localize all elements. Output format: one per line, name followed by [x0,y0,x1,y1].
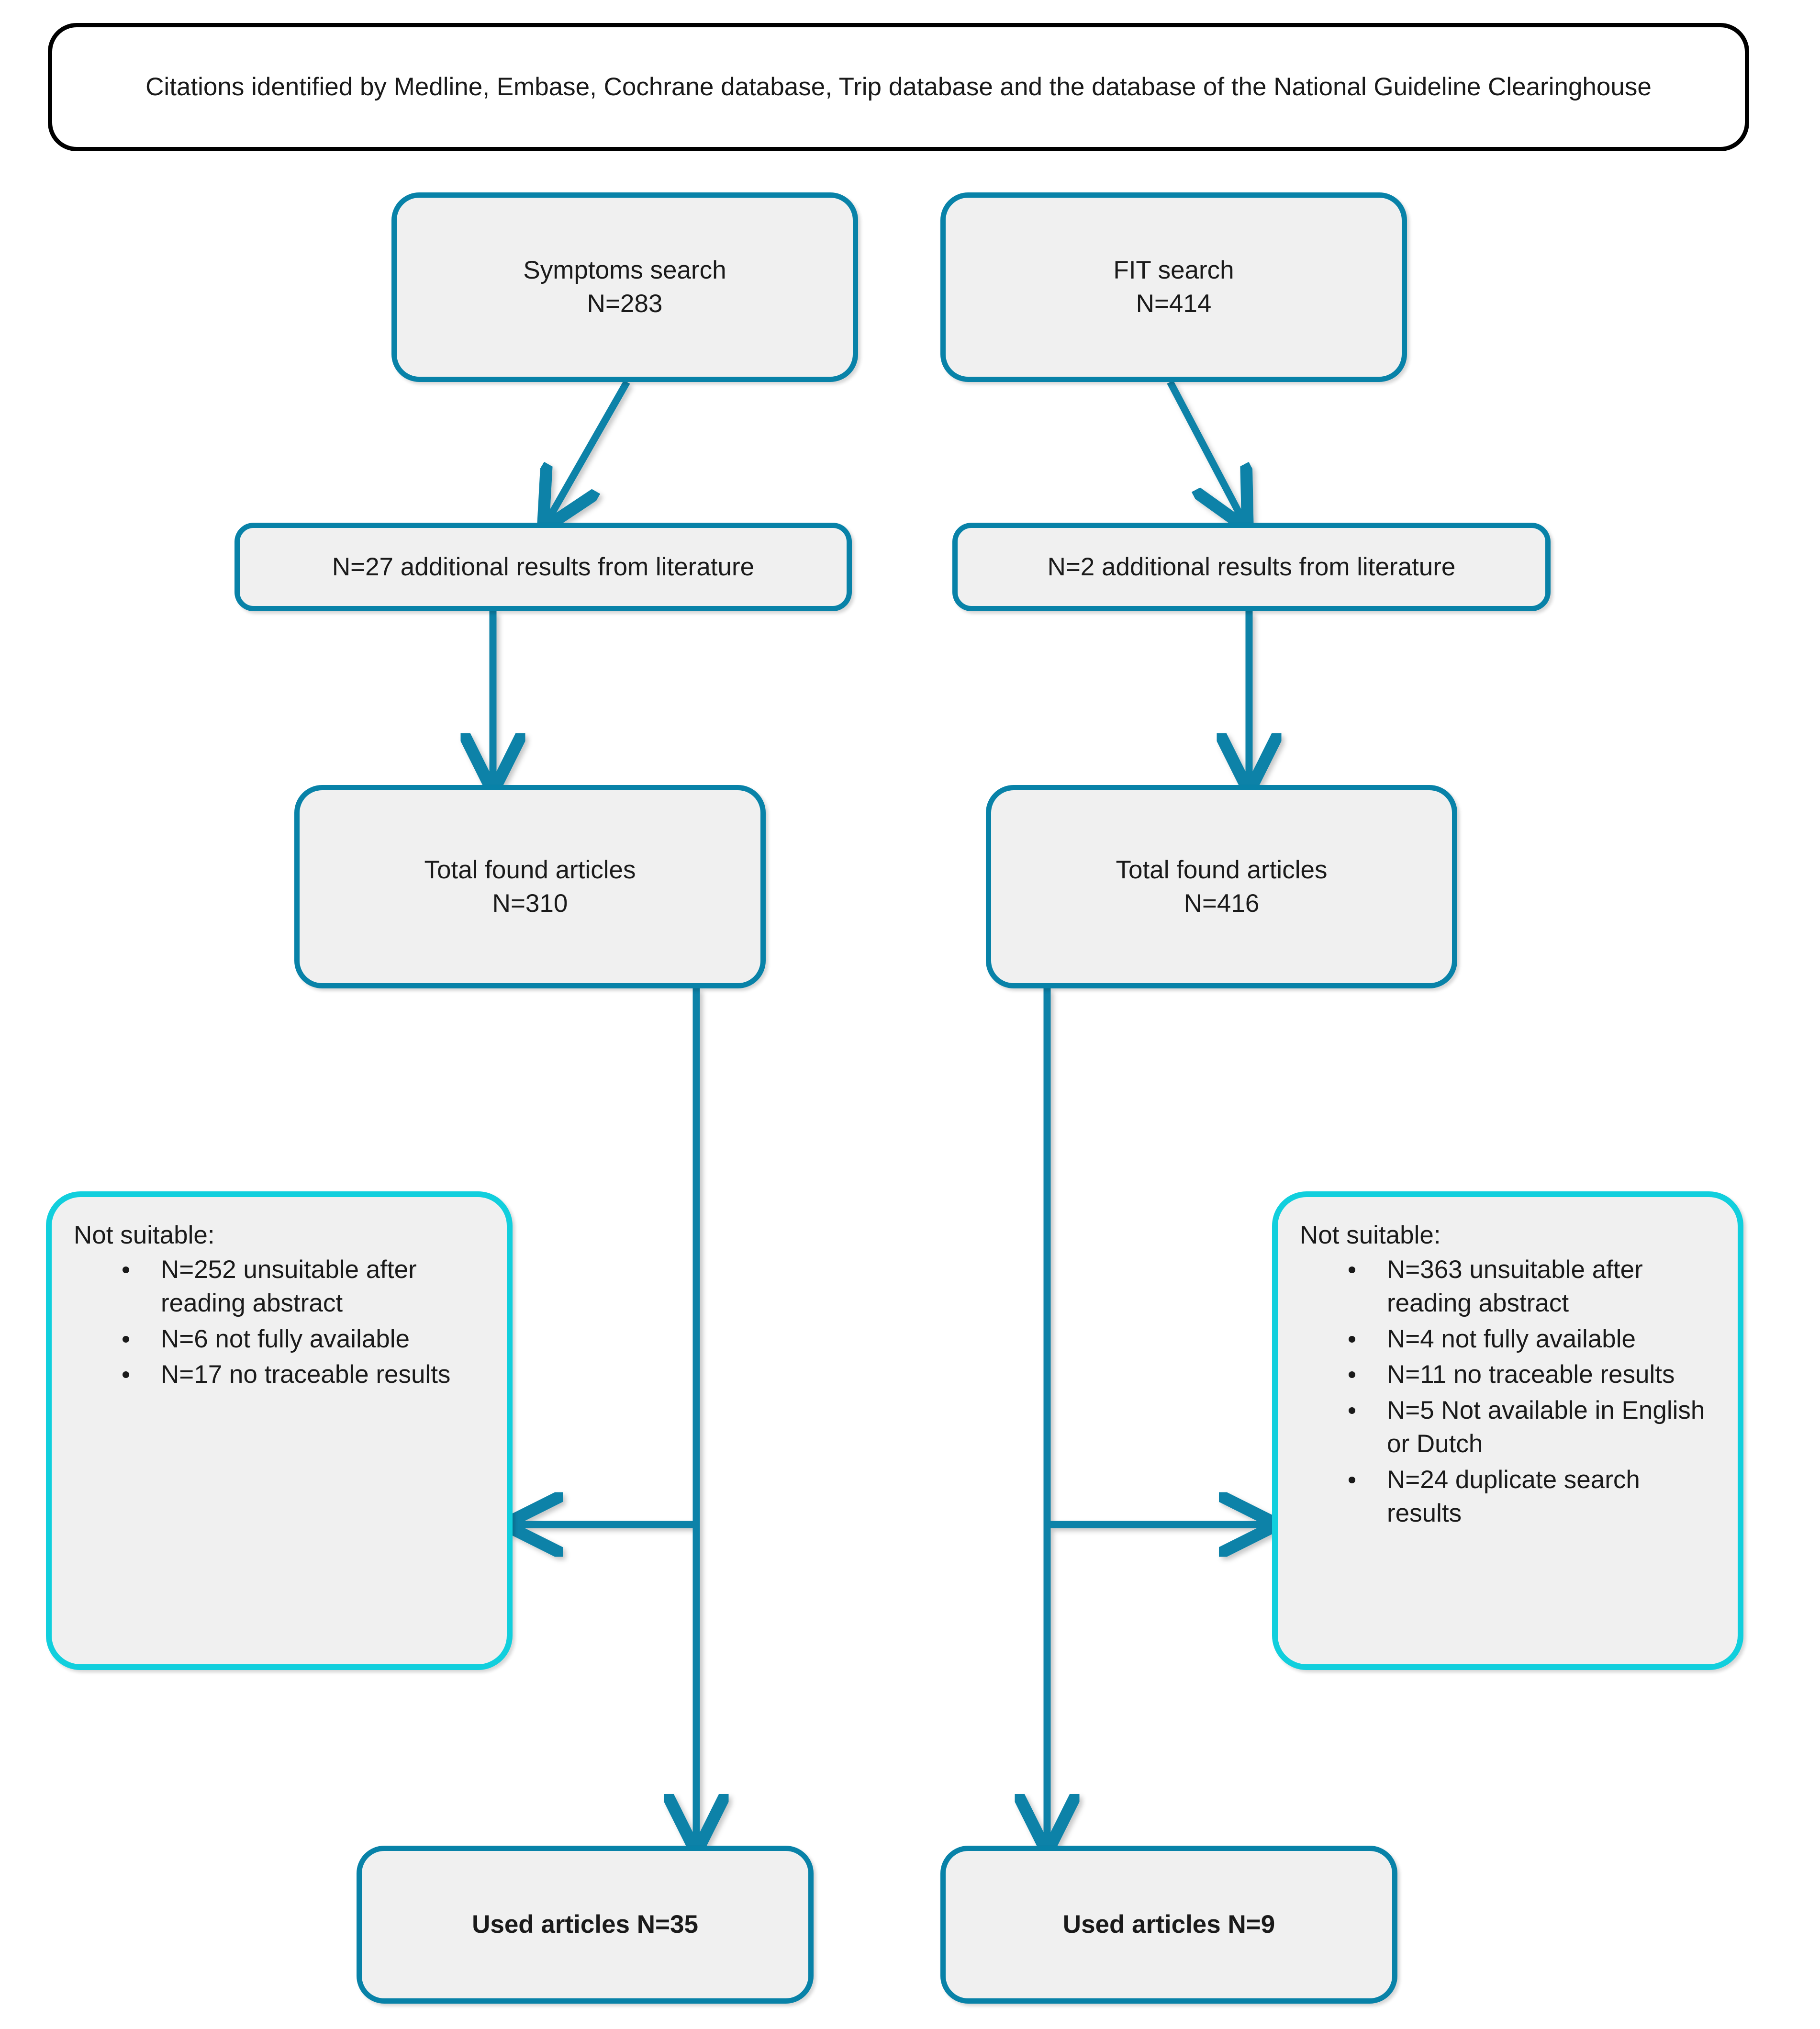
additional-results-right-text: N=2 additional results from literature [1047,552,1456,581]
list-item: N=17 no traceable results [120,1358,485,1391]
title-box-text: Citations identified by Medline, Embase,… [145,73,1652,101]
used-articles-left-text: Used articles N=35 [472,1910,698,1939]
used-articles-right-text: Used articles N=9 [1062,1910,1275,1939]
connector-fit-to-additional [1167,380,1244,523]
list-item: N=252 unsuitable after reading abstract [120,1253,485,1321]
fit-search-box: FIT search N=414 [940,192,1407,382]
not-suitable-left-box: Not suitable: N=252 unsuitable after rea… [46,1191,513,1670]
not-suitable-right-heading: Not suitable: [1300,1221,1441,1249]
additional-results-left-text: N=27 additional results from literature [332,552,755,581]
total-found-right-label: Total found articles [1116,855,1328,884]
not-suitable-right-list: N=363 unsuitable after reading abstract … [1300,1253,1716,1533]
list-item: N=4 not fully available [1346,1323,1716,1356]
total-found-right-count: N=416 [1184,889,1260,918]
total-found-left-box: Total found articles N=310 [294,785,766,988]
used-articles-right-box: Used articles N=9 [940,1846,1397,2004]
list-item: N=6 not fully available [120,1323,485,1356]
list-item: N=24 duplicate search results [1346,1463,1716,1531]
fit-search-label: FIT search [1113,256,1234,285]
additional-results-left-box: N=27 additional results from literature [234,523,852,611]
not-suitable-left-list: N=252 unsuitable after reading abstract … [74,1253,485,1394]
not-suitable-right-box: Not suitable: N=363 unsuitable after rea… [1272,1191,1743,1670]
list-item: N=11 no traceable results [1346,1358,1716,1391]
symptoms-search-label: Symptoms search [523,256,726,285]
symptoms-search-box: Symptoms search N=283 [391,192,858,382]
not-suitable-left-heading: Not suitable: [74,1221,215,1249]
additional-results-right-box: N=2 additional results from literature [952,523,1551,611]
symptoms-search-count: N=283 [587,290,663,318]
connector-symptoms-to-additional [547,380,630,523]
list-item: N=5 Not available in English or Dutch [1346,1394,1716,1461]
fit-search-count: N=414 [1136,290,1212,318]
used-articles-left-box: Used articles N=35 [357,1846,814,2004]
list-item: N=363 unsuitable after reading abstract [1346,1253,1716,1321]
title-box: Citations identified by Medline, Embase,… [48,23,1749,151]
total-found-right-box: Total found articles N=416 [986,785,1457,988]
total-found-left-count: N=310 [492,889,568,918]
total-found-left-label: Total found articles [424,855,636,884]
